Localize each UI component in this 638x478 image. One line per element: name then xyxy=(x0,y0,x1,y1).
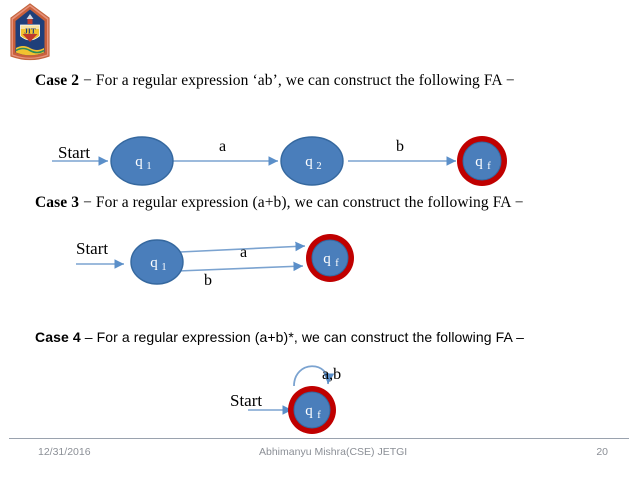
case3-state-q1: q 1 xyxy=(130,239,184,285)
svg-text:f: f xyxy=(487,161,491,172)
case2-automaton-diagram: q 1 q 2 q f Start a b xyxy=(0,120,638,192)
svg-text:q: q xyxy=(305,403,313,419)
case2-transition-label-a: a xyxy=(219,138,227,155)
case3-state-qf-final: q f xyxy=(306,234,354,282)
institution-logo: JIT xyxy=(7,3,53,61)
svg-text:q: q xyxy=(475,154,483,170)
svg-text:q: q xyxy=(150,255,158,271)
case3-start-label: Start xyxy=(76,239,109,258)
case3-edge-b xyxy=(177,261,304,272)
case3-heading-text: − For a regular expression (a+b), we can… xyxy=(79,194,524,211)
case3-edge-a xyxy=(179,241,306,253)
svg-text:f: f xyxy=(317,410,321,421)
footer-author: Abhimanyu Mishra(CSE) JETGI xyxy=(259,446,408,458)
case2-start-label: Start xyxy=(58,143,91,162)
case3-heading-label: Case 3 xyxy=(35,194,80,211)
case4-heading: Case 4 – For a regular expression (a+b)*… xyxy=(35,329,524,345)
svg-text:q: q xyxy=(305,154,313,170)
case4-state-qf-final: q f xyxy=(288,386,336,434)
case2-state-q2: q 2 xyxy=(280,136,344,186)
svg-text:q: q xyxy=(135,154,143,170)
case3-transition-label-b: b xyxy=(204,272,212,289)
footer-divider xyxy=(9,438,629,439)
case4-self-loop-edge xyxy=(293,365,335,387)
svg-text:1: 1 xyxy=(161,262,166,273)
case4-heading-text: – For a regular expression (a+b)*, we ca… xyxy=(80,329,525,345)
case3-automaton-diagram: q 1 q f Start a b xyxy=(0,228,638,320)
case3-heading: Case 3 − For a regular expression (a+b),… xyxy=(35,194,524,212)
case2-heading-text: − For a regular expression ‘ab’, we can … xyxy=(79,72,515,89)
svg-text:2: 2 xyxy=(316,161,321,172)
case4-heading-label: Case 4 xyxy=(35,329,81,345)
case2-state-qf-final: q f xyxy=(457,136,507,186)
svg-text:f: f xyxy=(335,258,339,269)
case4-start-label: Start xyxy=(230,391,263,410)
case2-transition-label-b: b xyxy=(396,138,404,155)
case2-heading: Case 2 − For a regular expression ‘ab’, … xyxy=(35,72,515,90)
case2-heading-label: Case 2 xyxy=(35,72,80,89)
footer-date: 12/31/2016 xyxy=(38,446,91,458)
case4-transition-label-ab: a,b xyxy=(322,366,342,383)
slide-footer: 12/31/2016 Abhimanyu Mishra(CSE) JETGI 2… xyxy=(0,438,638,478)
svg-text:q: q xyxy=(323,251,331,267)
svg-text:JIT: JIT xyxy=(24,27,36,36)
case2-state-q1: q 1 xyxy=(110,136,174,186)
footer-page-number: 20 xyxy=(596,446,608,458)
case3-transition-label-a: a xyxy=(240,244,248,261)
svg-text:1: 1 xyxy=(146,161,151,172)
case4-automaton-diagram: q f Start a,b xyxy=(0,358,638,438)
